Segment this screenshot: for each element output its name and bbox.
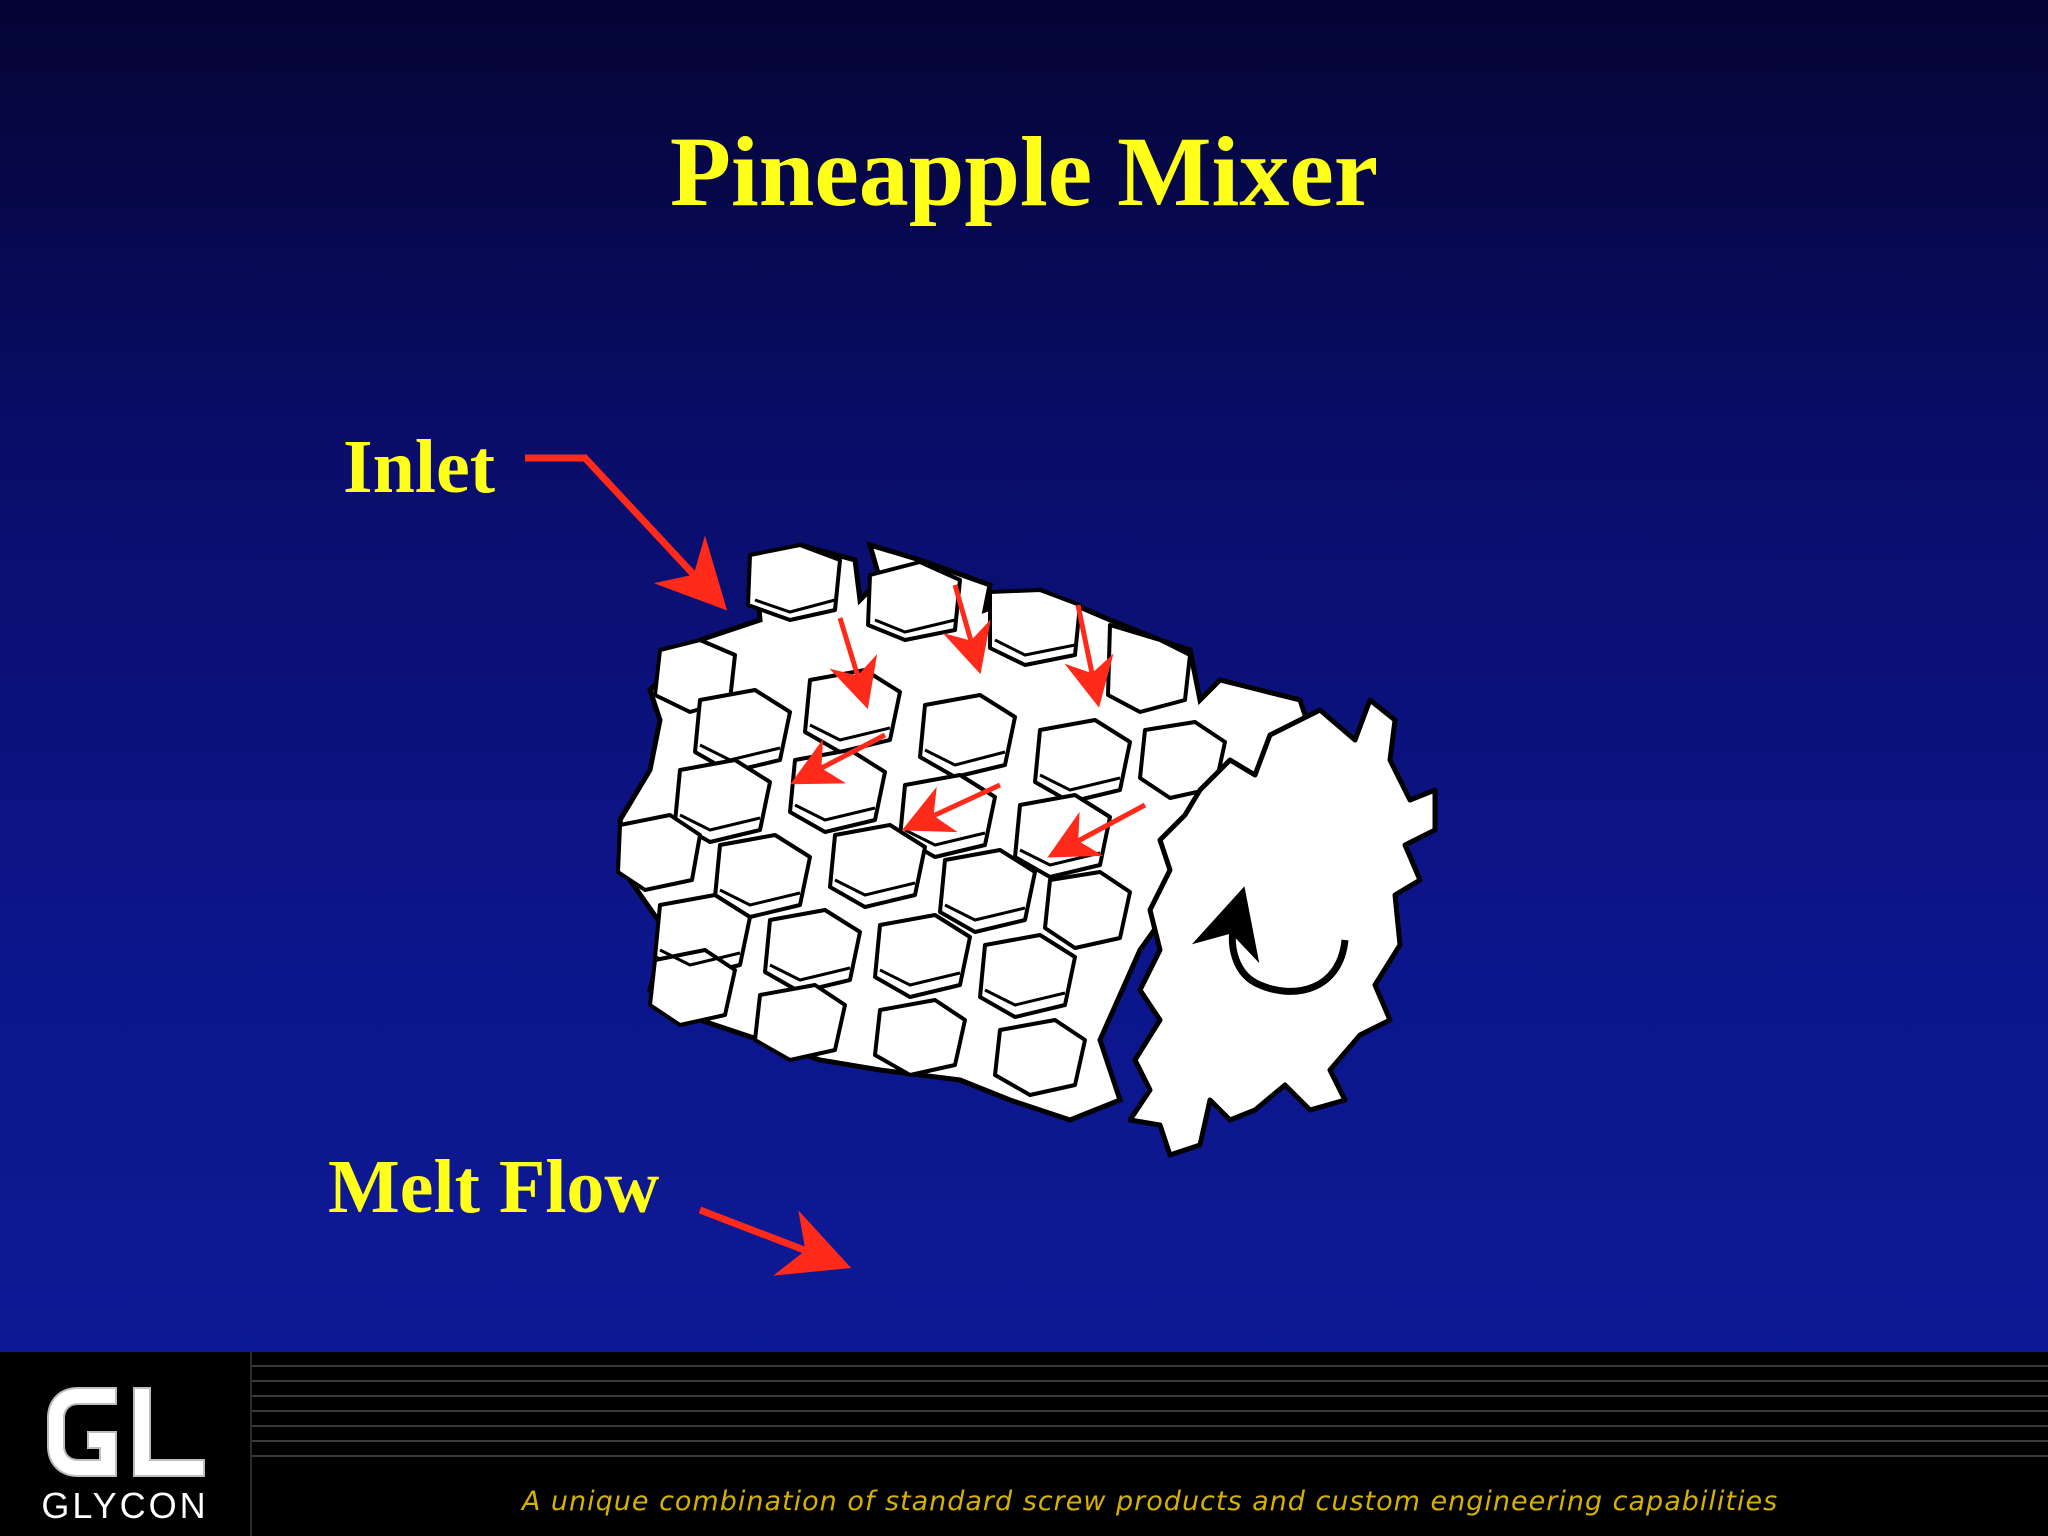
footer-tagline: A unique combination of standard screw p…: [521, 1486, 1779, 1517]
flow-arrows: [790, 584, 1147, 858]
logo-panel: GLYCON: [0, 1352, 250, 1536]
flow-arrow-icon: [829, 617, 878, 710]
inlet-label: Inlet: [343, 425, 495, 509]
flow-arrow-icon: [1064, 604, 1114, 708]
footer-banner: GLYCON A unique combination of standard …: [0, 1352, 2048, 1536]
block-facets: [659, 598, 1121, 1007]
flow-arrow-icon: [1047, 802, 1147, 858]
footer-stripes: [252, 1352, 2048, 1464]
glycon-logo-icon: [47, 1387, 205, 1477]
melt-flow-arrow: [698, 1206, 852, 1276]
end-gear: [1127, 697, 1438, 1158]
melt-flow-label: Melt Flow: [328, 1145, 660, 1229]
footer-divider: [250, 1352, 252, 1536]
inlet-pointer-arrow: [525, 454, 728, 611]
rotation-arrow-icon: [1191, 886, 1349, 995]
slide-title: Pineapple Mixer: [669, 116, 1379, 227]
flow-arrow-icon: [942, 584, 991, 675]
flow-arrow-icon: [790, 732, 887, 785]
logo-name: GLYCON: [41, 1485, 209, 1526]
flow-arrow-icon: [901, 782, 1002, 833]
